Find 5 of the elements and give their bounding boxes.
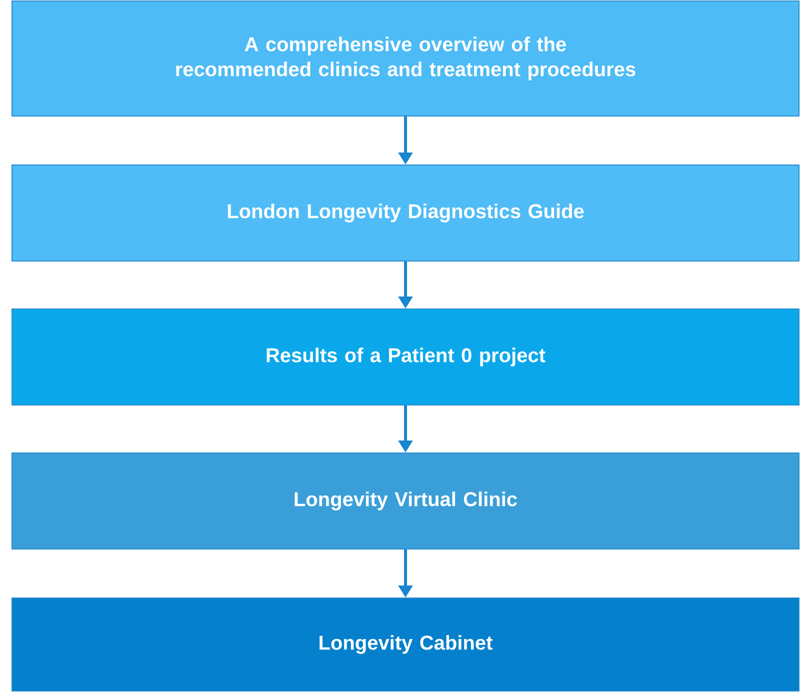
process-box: Longevity Cabinet xyxy=(12,598,800,692)
process-box: A comprehensive overview of the recommended clinics and treatment procedures xyxy=(12,0,800,116)
process-box: Longevity Virtual Clinic xyxy=(12,452,800,550)
process-box: Results of a Patient 0 project xyxy=(12,308,800,406)
process-box: London Longevity Diagnostics Guide xyxy=(12,164,800,262)
